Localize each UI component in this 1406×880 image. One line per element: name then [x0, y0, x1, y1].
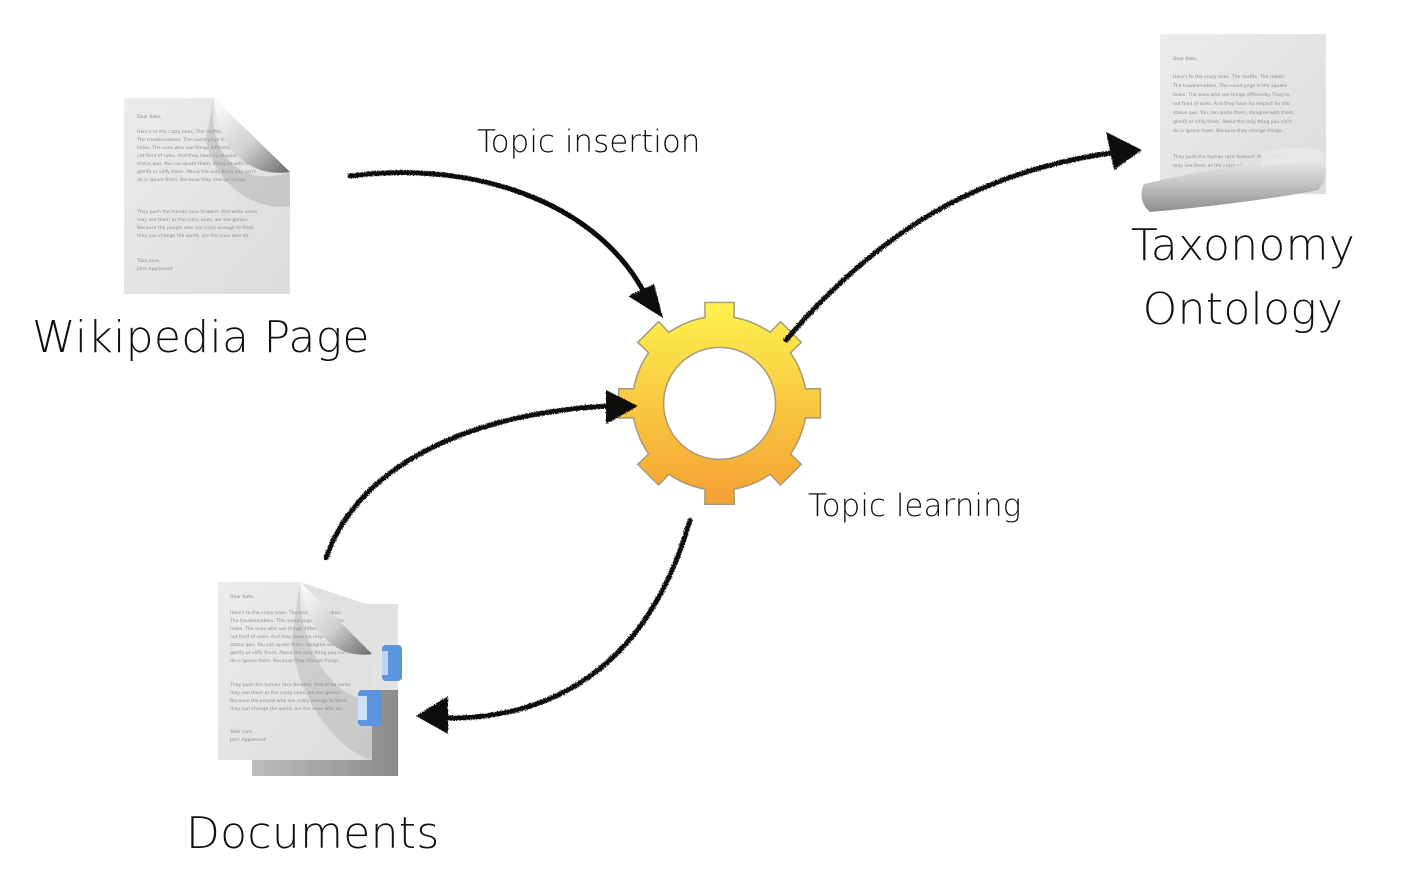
- svg-text:holes. The ones who see things: holes. The ones who see things different…: [1173, 92, 1290, 98]
- gear-icon: [617, 301, 822, 505]
- svg-text:They push the human race forwa: They push the human race forward. And wh…: [229, 682, 350, 688]
- arrow-gear-to-documents: [439, 517, 693, 721]
- arrow-gear-to-taxonomy: [783, 149, 1121, 343]
- svg-text:Here's to the crazy ones. The: Here's to the crazy ones. The misfits. T…: [1173, 74, 1285, 80]
- svg-text:Dear Kate,: Dear Kate,: [1173, 56, 1198, 62]
- arrowhead-documents-to-gear: [606, 390, 638, 424]
- arrowhead-gear-to-documents: [416, 696, 448, 734]
- documents-label: Documents: [186, 808, 440, 859]
- ontology-label: Ontology: [1142, 284, 1344, 335]
- svg-text:not fond of rules. And they ha: not fond of rules. And they have no resp…: [1173, 101, 1290, 107]
- taxonomy-label: Taxonomy: [1130, 220, 1356, 271]
- svg-text:status quo. You can quote them: status quo. You can quote them, disagree…: [137, 161, 259, 167]
- svg-text:John Appleseed: John Appleseed: [136, 266, 173, 272]
- svg-text:Dear Kate,: Dear Kate,: [137, 114, 162, 120]
- taxonomy-scroll-icon: Dear Kate, Here's to the crazy ones. The…: [1141, 34, 1327, 212]
- svg-text:glorify or vilify them. About: glorify or vilify them. About the only t…: [1173, 119, 1292, 125]
- svg-text:do is ignore them. Because the: do is ignore them. Because they change t…: [137, 177, 247, 183]
- wikipedia-page-label: Wikipedia Page: [32, 312, 370, 363]
- svg-text:They push the human race forwa: They push the human race forward. And wh…: [1172, 154, 1293, 160]
- arrow-wikipedia-to-gear: [347, 170, 651, 303]
- svg-text:Take care,: Take care,: [229, 729, 254, 735]
- svg-text:status quo. You can quote them: status quo. You can quote them, disagree…: [1173, 110, 1295, 116]
- taxonomy-ontology-label: Taxonomy Ontology: [1128, 214, 1358, 342]
- svg-text:do is ignore them. Because the: do is ignore them. Because they change t…: [1173, 128, 1283, 134]
- svg-text:Here's to the crazy ones. The: Here's to the crazy ones. The misfits. T…: [137, 129, 249, 135]
- svg-text:may see them as the crazy ones: may see them as the crazy ones, we see g…: [230, 690, 342, 696]
- svg-text:The troublemakers. The round p: The troublemakers. The round pegs in the…: [136, 137, 251, 143]
- topic-insertion-label: Topic insertion: [477, 124, 701, 160]
- svg-text:They push the human race forwa: They push the human race forward. And wh…: [136, 209, 257, 215]
- svg-text:may see them as the crazy ones: may see them as the crazy ones, we see g…: [1173, 163, 1285, 169]
- svg-text:The troublemakers. The round p: The troublemakers. The round pegs in the…: [1172, 83, 1287, 89]
- wikipedia-page-icon: Dear Kate, Here's to the crazy ones. The…: [124, 98, 290, 294]
- arrow-documents-to-gear: [323, 403, 613, 561]
- svg-text:they can change the world, are: they can change the world, are the ones …: [230, 706, 343, 712]
- svg-text:not fond of rules. And they ha: not fond of rules. And they have no resp…: [137, 153, 254, 159]
- svg-text:Because the people who are cra: Because the people who are crazy enough …: [230, 698, 347, 704]
- arrowhead-gear-to-taxonomy: [1106, 132, 1142, 170]
- svg-text:holes. The ones who see things: holes. The ones who see things different…: [230, 626, 347, 632]
- svg-text:status quo. You can quote them: status quo. You can quote them, disagree…: [230, 642, 352, 648]
- svg-text:The troublemakers. The round p: The troublemakers. The round pegs in the…: [229, 618, 344, 624]
- arrowhead-wikipedia-to-gear: [628, 284, 663, 318]
- svg-text:John Appleseed: John Appleseed: [229, 737, 266, 743]
- svg-text:Because the people who are cra: Because the people who are crazy enough …: [137, 225, 254, 231]
- svg-text:Take care,: Take care,: [136, 258, 161, 264]
- svg-text:glorify or vilify them. About: glorify or vilify them. About the only t…: [137, 169, 256, 175]
- topic-learning-label: Topic learning: [808, 488, 1022, 524]
- svg-text:do is ignore them. Because the: do is ignore them. Because they change t…: [230, 658, 340, 664]
- documents-text: Dear Kate, Here's to the crazy ones. The…: [229, 594, 352, 743]
- documents-stack-icon: Dear Kate, Here's to the crazy ones. The…: [218, 582, 402, 776]
- svg-text:not fond of rules. And they ha: not fond of rules. And they have no resp…: [230, 634, 347, 640]
- svg-text:holes. The ones who see things: holes. The ones who see things different…: [137, 145, 254, 151]
- wikipedia-page-text: Dear Kate, Here's to the crazy ones. The…: [136, 114, 259, 272]
- taxonomy-scroll-text: Dear Kate, Here's to the crazy ones. The…: [1172, 56, 1295, 169]
- svg-text:Dear Kate,: Dear Kate,: [230, 594, 255, 600]
- svg-text:may see them as the crazy ones: may see them as the crazy ones, we see g…: [137, 217, 249, 223]
- svg-text:Here's to the crazy ones. The: Here's to the crazy ones. The misfits. T…: [230, 610, 342, 616]
- svg-text:they can change the world, are: they can change the world, are the ones …: [137, 233, 250, 239]
- svg-text:glorify or vilify them. About: glorify or vilify them. About the only t…: [230, 650, 349, 656]
